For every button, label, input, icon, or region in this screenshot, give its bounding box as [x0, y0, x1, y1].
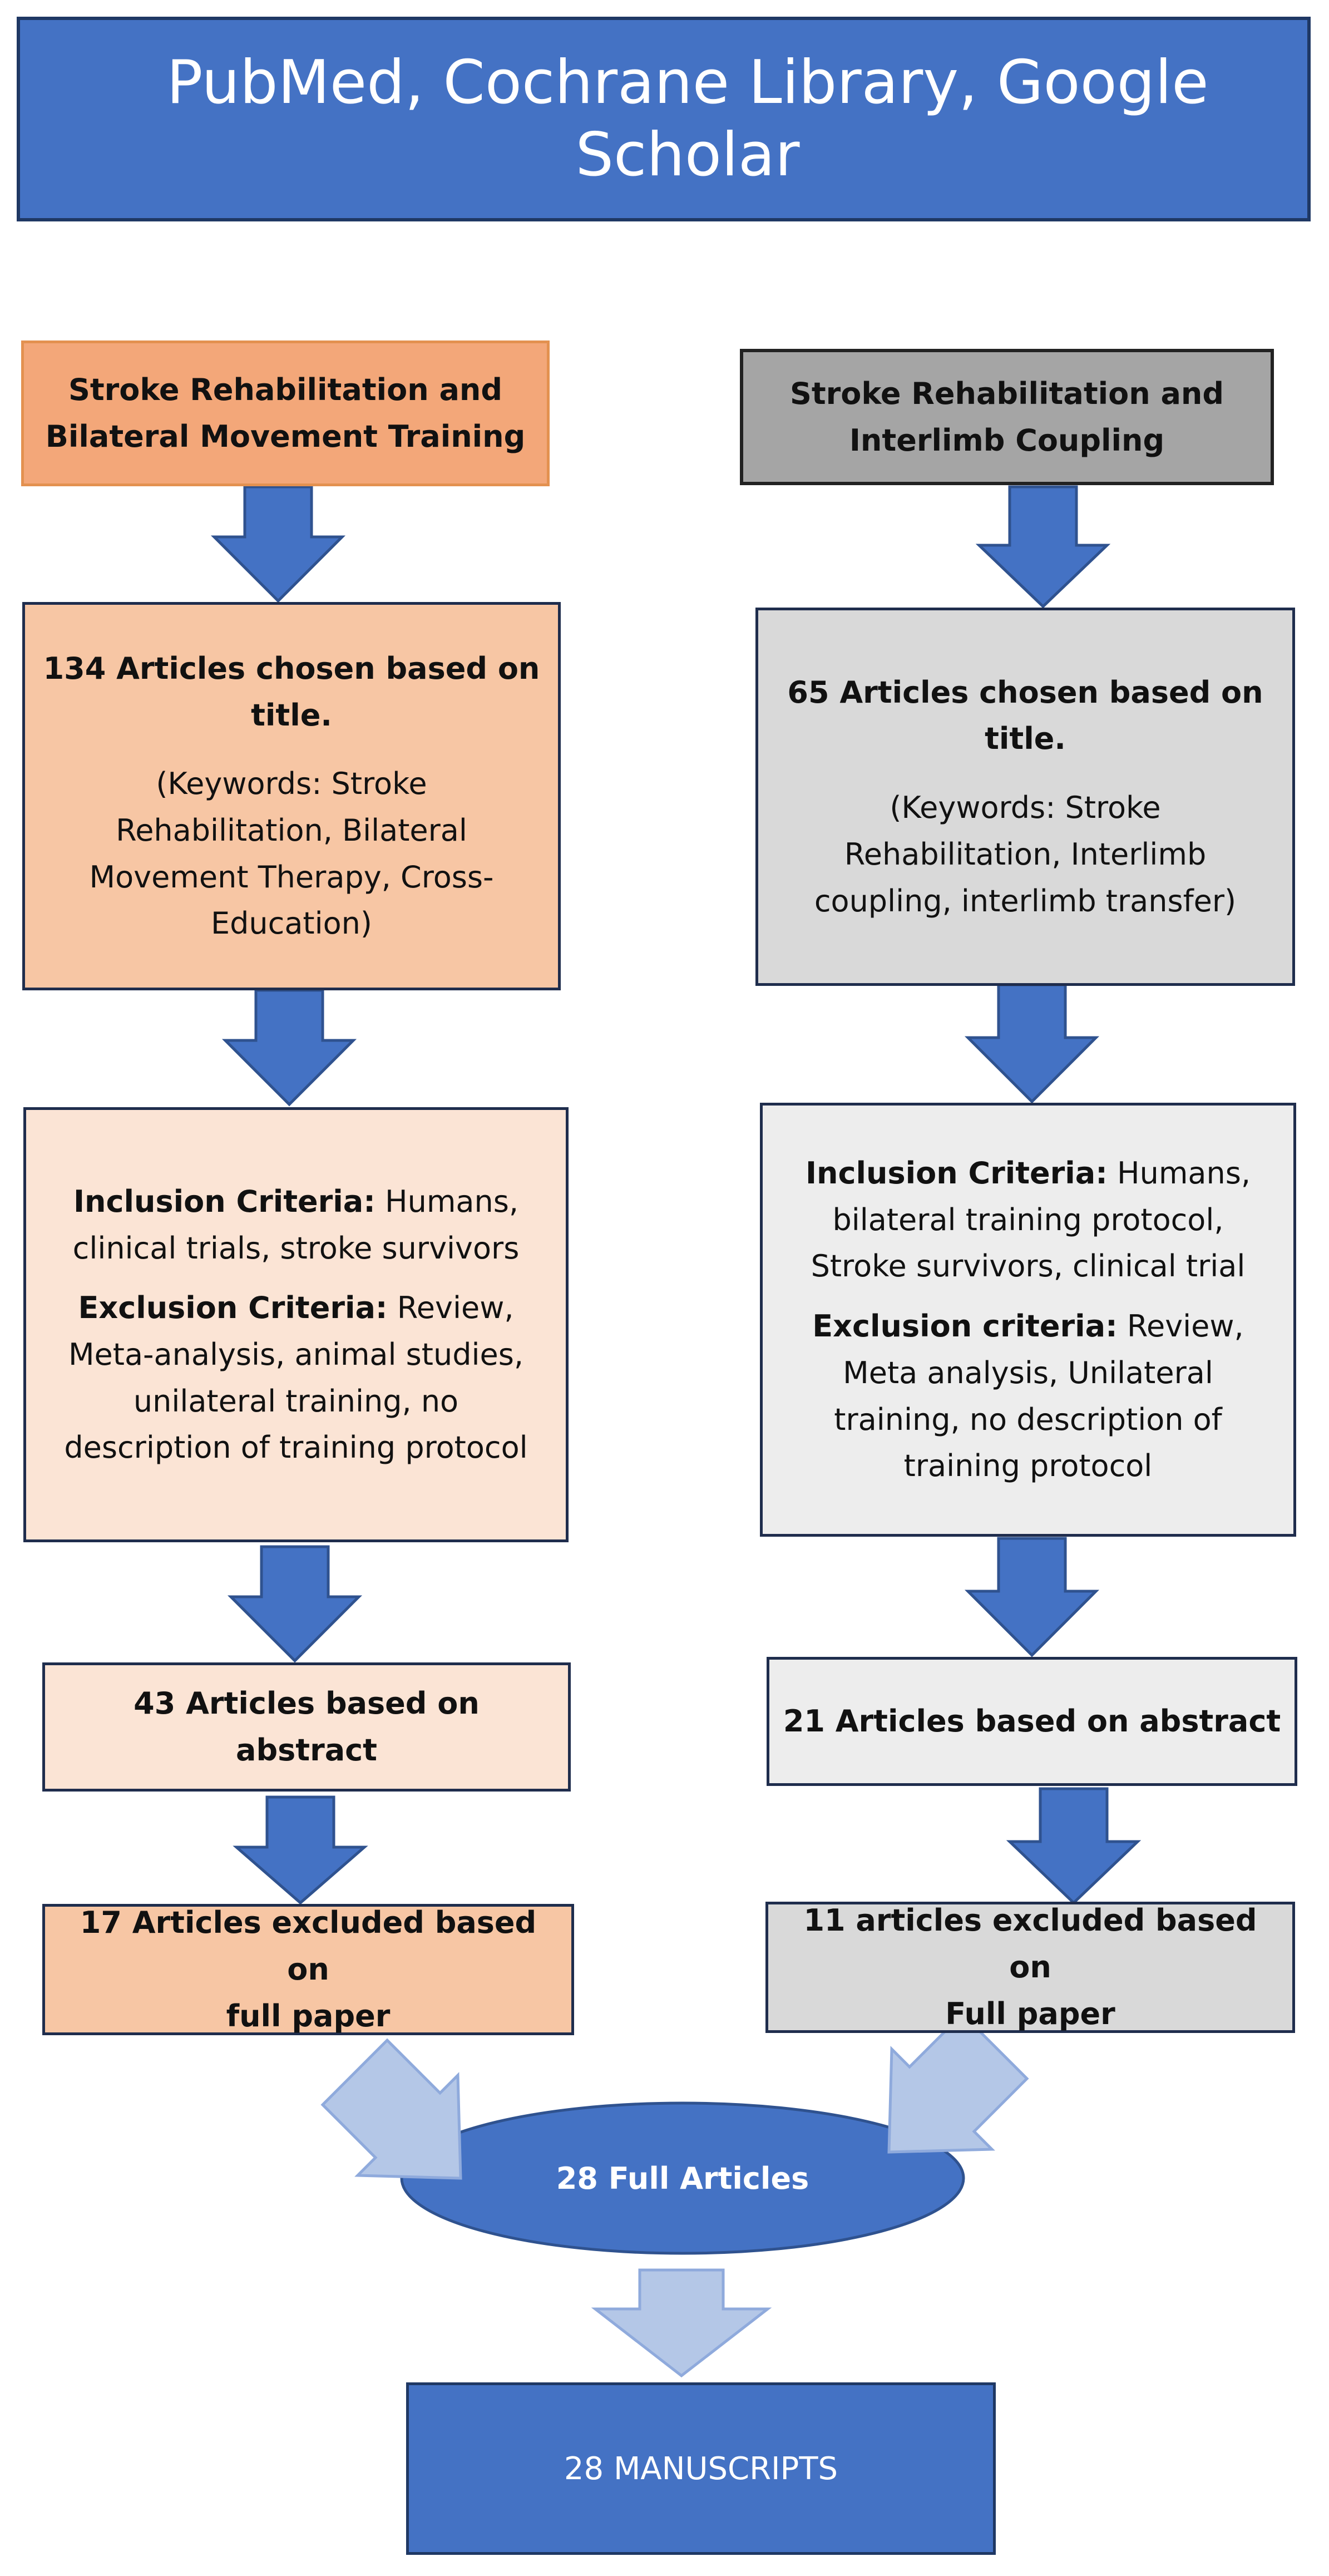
- left-topic-line-1: Stroke Rehabilitation and: [68, 372, 503, 408]
- right-exclusion-text: Review,: [1117, 1309, 1244, 1344]
- left-criteria-box: Inclusion Criteria: Humans, clinical tri…: [23, 1107, 569, 1542]
- full-articles-label: 28 Full Articles: [556, 2160, 809, 2196]
- right-keywords-line-3: coupling, interlimb transfer): [814, 883, 1237, 919]
- right-topic-box: Stroke Rehabilitation and Interlimb Coup…: [740, 349, 1274, 485]
- left-topic-line-2: Bilateral Movement Training: [45, 419, 526, 454]
- right-abstract-text: 21 Articles based on abstract: [783, 1704, 1281, 1739]
- left-exclusion-line-3: unilateral training, no: [133, 1383, 459, 1419]
- right-full-paper-line-1: 11 articles excluded based on: [803, 1903, 1257, 1985]
- left-exclusion-line-4: description of training protocol: [64, 1430, 528, 1465]
- right-topic-line-1: Stroke Rehabilitation and: [789, 376, 1224, 411]
- final-arrow: [591, 2268, 772, 2378]
- right-arrow-4: [1006, 1787, 1142, 1905]
- right-criteria-box: Inclusion Criteria: Humans, bilateral tr…: [760, 1103, 1296, 1537]
- header-title: PubMed, Cochrane Library, Google Scholar: [166, 48, 1209, 190]
- right-inclusion-line-2: bilateral training protocol,: [832, 1202, 1224, 1237]
- left-title-selection-box: 134 Articles chosen based on title. (Key…: [22, 602, 561, 990]
- left-topic-box: Stroke Rehabilitation and Bilateral Move…: [21, 340, 550, 486]
- right-inclusion-line-1: Inclusion Criteria: Humans,: [806, 1150, 1251, 1197]
- left-full-paper-box: 17 Articles excluded based on full paper: [42, 1904, 574, 2035]
- database-sources-header: PubMed, Cochrane Library, Google Scholar: [17, 17, 1311, 221]
- left-exclusion-text: Review,: [387, 1290, 514, 1326]
- left-title-heading-1: 134 Articles chosen based on: [43, 650, 540, 686]
- right-exclusion-line-2: Meta analysis, Unilateral: [843, 1355, 1213, 1390]
- right-full-paper-box: 11 articles excluded based on Full paper: [765, 1902, 1295, 2033]
- full-articles-ellipse: [400, 2101, 965, 2255]
- left-keywords-line-3: Movement Therapy, Cross-: [89, 859, 494, 895]
- left-abstract-text: 43 Articles based on abstract: [134, 1686, 480, 1768]
- left-title-heading-2: title.: [251, 697, 332, 733]
- right-exclusion-label: Exclusion criteria:: [812, 1309, 1118, 1344]
- right-topic-line-2: Interlimb Coupling: [849, 422, 1165, 458]
- manuscripts-label: 28 MANUSCRIPTS: [564, 2450, 838, 2487]
- left-inclusion-label: Inclusion Criteria:: [73, 1183, 376, 1219]
- right-arrow-2: [964, 983, 1100, 1104]
- left-arrow-2: [221, 989, 357, 1107]
- left-keywords-line-2: Rehabilitation, Bilateral: [116, 813, 467, 848]
- right-arrow-3: [964, 1537, 1100, 1657]
- left-exclusion-line-2: Meta-analysis, animal studies,: [68, 1337, 524, 1372]
- right-keywords-line-2: Rehabilitation, Interlimb: [844, 836, 1207, 872]
- left-abstract-box: 43 Articles based on abstract: [42, 1662, 571, 1792]
- right-keywords-line-1: (Keywords: Stroke: [890, 790, 1161, 826]
- right-abstract-box: 21 Articles based on abstract: [767, 1657, 1297, 1786]
- manuscripts-box: 28 MANUSCRIPTS: [406, 2382, 996, 2555]
- right-full-paper-line-2: Full paper: [945, 1996, 1115, 2031]
- right-inclusion-text: Humans,: [1107, 1156, 1251, 1191]
- left-merge-arrow: [320, 2038, 462, 2180]
- right-exclusion-line-1: Exclusion criteria: Review,: [812, 1303, 1243, 1350]
- left-arrow-1: [210, 485, 346, 603]
- left-keywords-line-1: (Keywords: Stroke: [156, 766, 427, 802]
- left-exclusion-line-1: Exclusion Criteria: Review,: [78, 1285, 513, 1331]
- right-title-heading-1: 65 Articles chosen based on: [787, 674, 1263, 710]
- left-arrow-4: [233, 1795, 368, 1905]
- right-title-heading-2: title.: [985, 721, 1066, 757]
- left-exclusion-label: Exclusion Criteria:: [78, 1290, 388, 1326]
- left-full-paper-line-2: full paper: [226, 1998, 391, 2034]
- left-keywords-line-4: Education): [211, 906, 372, 941]
- right-title-selection-box: 65 Articles chosen based on title. (Keyw…: [755, 608, 1295, 986]
- right-exclusion-line-3: training, no description of: [834, 1401, 1222, 1437]
- right-inclusion-line-3: Stroke survivors, clinical trial: [811, 1248, 1246, 1284]
- left-inclusion-line-1: Inclusion Criteria: Humans,: [73, 1178, 518, 1225]
- left-full-paper-line-1: 17 Articles excluded based on: [80, 1905, 537, 1987]
- left-inclusion-text: Humans,: [375, 1183, 519, 1219]
- right-exclusion-line-4: training protocol: [903, 1448, 1153, 1484]
- left-inclusion-line-2: clinical trials, stroke survivors: [72, 1230, 520, 1266]
- right-inclusion-label: Inclusion Criteria:: [805, 1156, 1108, 1191]
- left-arrow-3: [227, 1545, 363, 1663]
- right-arrow-1: [975, 485, 1111, 609]
